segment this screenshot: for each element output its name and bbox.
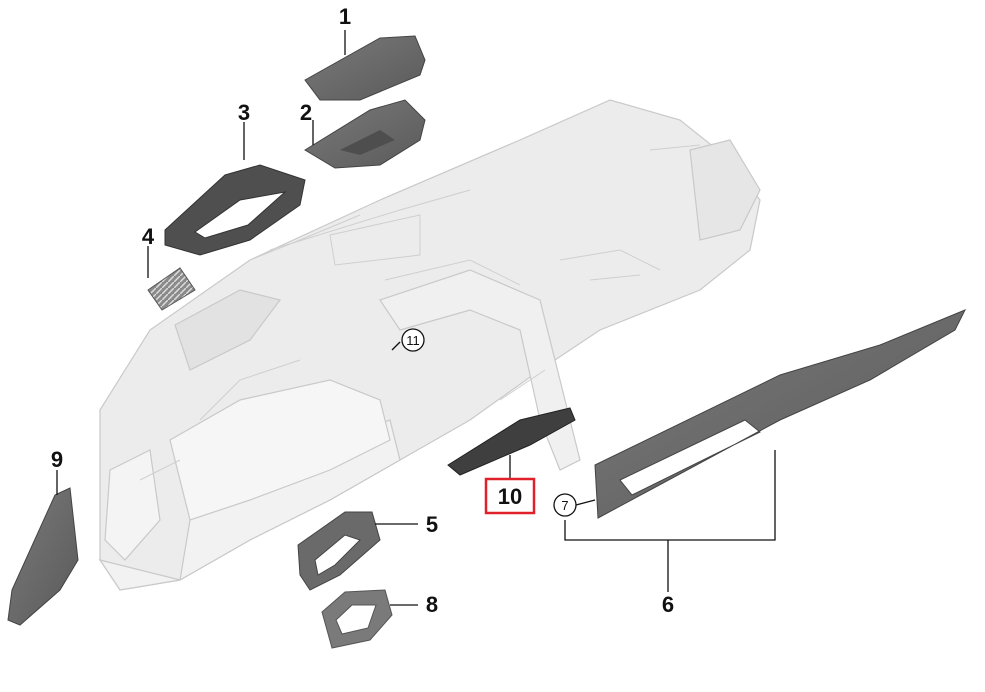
part-1-cover bbox=[304, 35, 426, 101]
part-6-trim-panel bbox=[594, 309, 967, 519]
callout-11: 11 bbox=[406, 333, 420, 348]
dashboard-details bbox=[139, 144, 701, 481]
part-2-recess bbox=[340, 130, 395, 155]
callout-3: 3 bbox=[238, 100, 250, 125]
part-9-end-panel bbox=[7, 487, 79, 626]
callout-10-highlight-box bbox=[484, 477, 536, 515]
dashboard-body bbox=[98, 99, 761, 591]
callout-8: 8 bbox=[426, 592, 438, 617]
leader-lines bbox=[56, 30, 776, 606]
callout-6: 6 bbox=[662, 592, 674, 617]
callout-1: 1 bbox=[339, 4, 351, 29]
callout-5: 5 bbox=[426, 512, 438, 537]
part-4-vent-grill bbox=[147, 267, 196, 311]
part-5-bezel bbox=[297, 511, 381, 591]
part-2-cover bbox=[304, 99, 426, 169]
callout-2: 2 bbox=[300, 100, 312, 125]
callouts: 1 2 3 4 5 6 8 9 7 11 10 bbox=[51, 4, 674, 617]
callout-11-circle bbox=[401, 328, 425, 352]
callout-9: 9 bbox=[51, 447, 63, 472]
part-10-trim-strip bbox=[447, 407, 576, 476]
part-8-frame bbox=[321, 589, 393, 649]
callout-4: 4 bbox=[142, 224, 155, 249]
callout-10: 10 bbox=[498, 484, 522, 509]
callout-7-circle bbox=[553, 493, 577, 517]
callout-7: 7 bbox=[561, 498, 568, 513]
part-3-trim-frame bbox=[164, 164, 306, 256]
